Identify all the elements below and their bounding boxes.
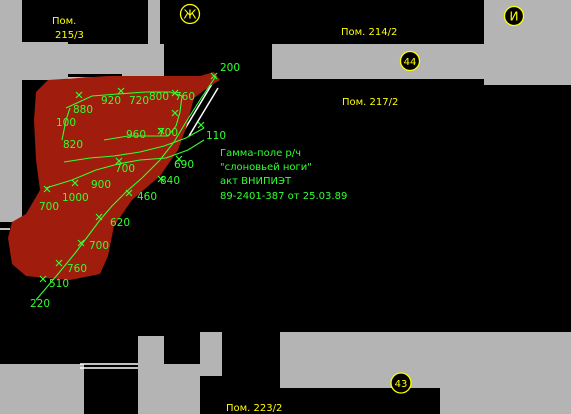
note: Гамма-поле р/ч "слоновьей ноги" акт ВНИП… [220,148,347,202]
reading-label: 700 [115,163,135,175]
opening-line [188,87,219,137]
note-line: 89-2401-387 от 25.03.89 [220,191,347,202]
reading-label: 820 [63,139,83,151]
reading-label: 760 [67,263,87,275]
room-labels: Пом. 215/3 Пом. 214/2 Пом. 217/2 Пом. 22… [52,16,398,414]
reading-label: 700 [158,127,178,139]
room-label: Пом. 223/2 [226,403,282,414]
wall [440,388,571,414]
note-line: "слоновьей ноги" [220,162,312,173]
axis-markers: Ж И 44 43 [179,3,525,394]
reading-label: 460 [137,191,157,203]
reading-label: 960 [126,129,146,141]
axis-circle-44 [399,50,421,72]
reading-label: 110 [206,130,226,142]
marker [39,275,47,283]
marker [197,121,205,129]
wall [0,42,68,80]
reading-label: 760 [175,91,195,103]
note-line: Гамма-поле р/ч [220,148,301,159]
marker [115,157,123,165]
axis-circle-zh [179,3,201,25]
wall [280,332,571,388]
reading-label: 880 [73,104,93,116]
isoline [35,75,217,301]
room-label: Пом. 217/2 [342,97,398,108]
marker [71,179,79,187]
axis-label-i: И [510,10,519,24]
isolines [35,75,217,301]
isoline [65,91,183,141]
isoline [61,107,71,141]
marker [157,175,165,183]
marker [77,239,85,247]
reading-label: 200 [220,62,240,74]
marker [75,91,83,99]
wall [148,0,160,44]
reading-label: 900 [91,179,111,191]
note-line: акт ВНИПИЭТ [220,176,292,187]
wall [0,364,84,414]
wall [0,0,22,222]
marker [175,155,183,163]
reading-label: 720 [129,95,149,107]
reading-label: 840 [160,175,180,187]
axis-label-43: 43 [395,379,408,390]
reading-label: 1000 [62,192,89,204]
reading-label: 510 [49,278,69,290]
wall [200,332,222,376]
axis-label-44: 44 [404,57,417,68]
marker [95,213,103,221]
marker [171,109,179,117]
marker [171,89,179,97]
room-label: Пом. [52,16,76,27]
wall [68,44,122,74]
readings: 200 760 800 720 920 880 100 960 700 820 … [30,62,240,310]
hotspot-area [8,72,220,280]
isoline [45,139,205,189]
room-label: 215/3 [55,30,84,41]
marker [157,127,165,135]
opening-line [182,83,213,133]
reading-label: 220 [30,298,50,310]
marker [125,189,133,197]
axis-circle-43 [390,372,412,394]
marker [117,87,125,95]
reading-label: 100 [56,117,76,129]
axis-circle-i [503,5,525,27]
wall [138,364,200,414]
marker [210,72,218,80]
wall [484,0,571,85]
marker [43,185,51,193]
marker [55,259,63,267]
markers [39,72,218,283]
reading-label: 700 [39,201,59,213]
axis-label-zh: Ж [184,8,197,22]
reading-label: 920 [101,95,121,107]
reading-label: 800 [149,91,169,103]
isoline [63,127,205,163]
reading-label: 700 [89,240,109,252]
reading-label: 620 [110,217,130,229]
reading-label: 690 [174,159,194,171]
room-label: Пом. 214/2 [341,27,397,38]
